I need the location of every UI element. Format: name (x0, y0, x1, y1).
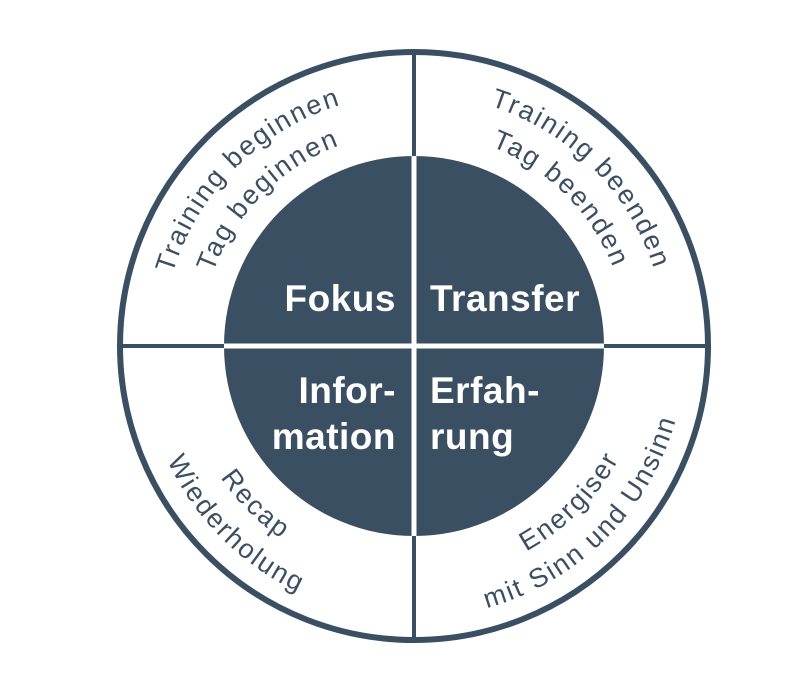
center-label-fokus: Fokus (284, 278, 396, 319)
center-label-erfahrung: Erfah- rung (430, 370, 540, 457)
inner-divider-group (224, 156, 604, 536)
center-label-information: Infor- mation (271, 370, 396, 457)
center-label-transfer: Transfer (430, 278, 581, 319)
